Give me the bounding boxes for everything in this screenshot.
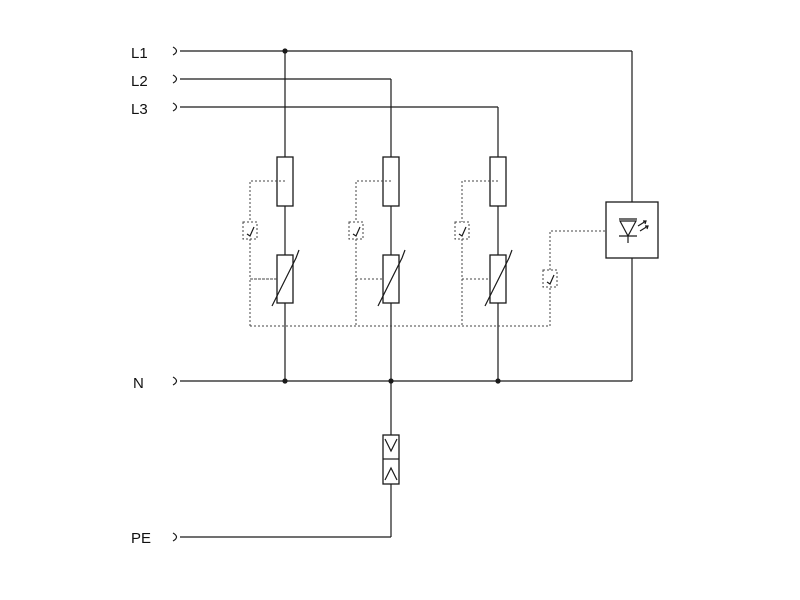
led-indicator-icon: [605, 201, 659, 259]
terminal-label-l1: L1: [131, 45, 148, 62]
varistor-icon: [377, 249, 406, 307]
terminal-symbols: [172, 46, 178, 542]
l1-wire: [180, 50, 633, 202]
thermal-disconnector-icon: [348, 221, 364, 240]
thermal-disconnector-icon: [242, 221, 258, 240]
varistor-icon: [484, 249, 513, 307]
terminal-label-l3: L3: [131, 101, 148, 118]
monitor-lines: [249, 180, 606, 327]
varistor-icon: [271, 249, 300, 307]
terminal-label-pe: PE: [131, 530, 151, 547]
terminal-label-l2: L2: [131, 73, 148, 90]
n-wire: [180, 258, 633, 382]
thermal-disconnector-icon: [454, 221, 470, 240]
thermal-disconnector-icon: [542, 269, 558, 288]
spark-gap-icon: [382, 434, 400, 485]
terminal-label-n: N: [133, 375, 144, 392]
junction-dots: [282, 48, 501, 384]
